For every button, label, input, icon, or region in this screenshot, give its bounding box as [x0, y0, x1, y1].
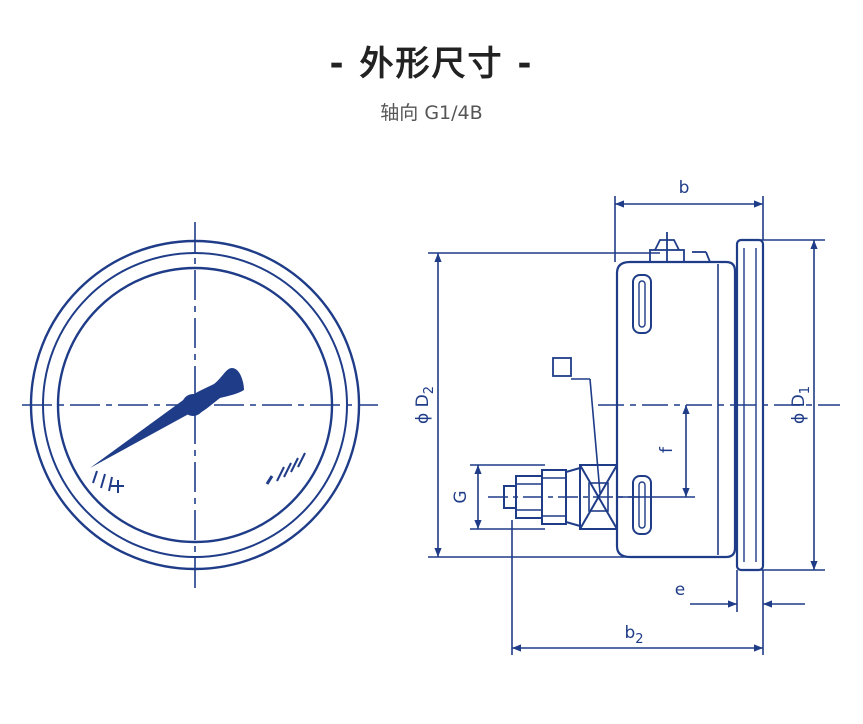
label-b2: b2: [624, 623, 643, 647]
dim-b2: [511, 520, 764, 655]
page-subtitle: 轴向 G1/4B: [380, 102, 483, 124]
label-b: b: [679, 178, 690, 198]
scale-ticks-right: [265, 452, 306, 485]
label-G: G: [451, 490, 471, 503]
dim-e: [690, 570, 805, 612]
wrench-flat-symbol: [552, 357, 572, 377]
dim-b: [614, 196, 764, 262]
dim-G: [470, 464, 545, 530]
side-view: [428, 196, 840, 655]
scale-ticks-left: [92, 470, 124, 493]
page-title: - 外形尺寸 -: [329, 44, 534, 84]
dim-D1: [760, 239, 825, 571]
label-D1: ϕ D1: [789, 386, 813, 424]
filling-plug: [649, 232, 711, 263]
label-e: e: [675, 580, 685, 600]
gauge-pointer: [90, 368, 244, 468]
dim-D2: [428, 252, 660, 558]
front-view: [22, 222, 378, 588]
slot-lower: [632, 475, 652, 535]
case-body: [615, 260, 737, 559]
label-D2: ϕ D2: [413, 386, 437, 424]
slot-upper: [632, 274, 652, 334]
dim-f: [618, 405, 695, 498]
label-f: f: [657, 446, 677, 453]
